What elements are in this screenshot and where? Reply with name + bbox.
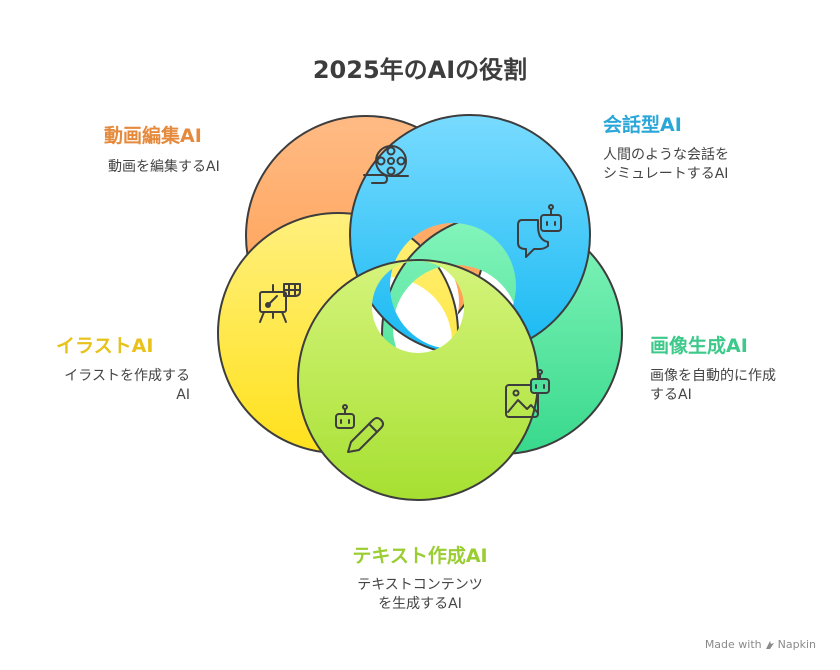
illustration-desc-line-1: イラストを作成する: [64, 368, 190, 384]
image-heading: 画像生成AI: [650, 335, 748, 357]
watermark-brand: Napkin: [777, 638, 816, 651]
image-desc: 画像を自動的に作成 するAI: [650, 367, 776, 405]
chat-desc-line-1: 人間のような会話を: [603, 147, 729, 163]
text-desc: テキストコンテンツ を生成するAI: [320, 576, 520, 614]
illustration-desc: イラストを作成する AI: [40, 367, 190, 405]
film-reel-icon: [363, 145, 409, 184]
page-title: 2025年のAIの役割: [312, 56, 528, 84]
chat-heading: 会話型AI: [603, 114, 682, 136]
easel-icon: [259, 283, 301, 323]
chat-desc-line-2: シミュレートするAI: [603, 166, 729, 182]
illustration-desc-line-2: AI: [176, 387, 190, 403]
napkin-watermark: Made with Napkin: [705, 638, 816, 651]
watermark-prefix: Made with: [704, 638, 762, 651]
image-desc-line-1: 画像を自動的に作成: [650, 368, 776, 384]
illustration-heading: イラストAI: [56, 335, 154, 357]
text-desc-line-1: テキストコンテンツ: [357, 577, 483, 593]
text-heading: テキスト作成AI: [352, 545, 488, 567]
video-desc: 動画を編集するAI: [108, 159, 220, 175]
image-robot-icon: [505, 369, 550, 418]
robot-pen-icon: [335, 404, 384, 453]
chatbot-icon: [517, 204, 562, 258]
image-desc-line-2: するAI: [650, 387, 692, 403]
petal-lime: [297, 259, 539, 501]
chat-desc: 人間のような会話を シミュレートするAI: [603, 146, 729, 184]
video-heading: 動画編集AI: [104, 125, 202, 147]
napkin-logo-icon: [765, 640, 774, 649]
text-desc-line-2: を生成するAI: [378, 596, 462, 612]
